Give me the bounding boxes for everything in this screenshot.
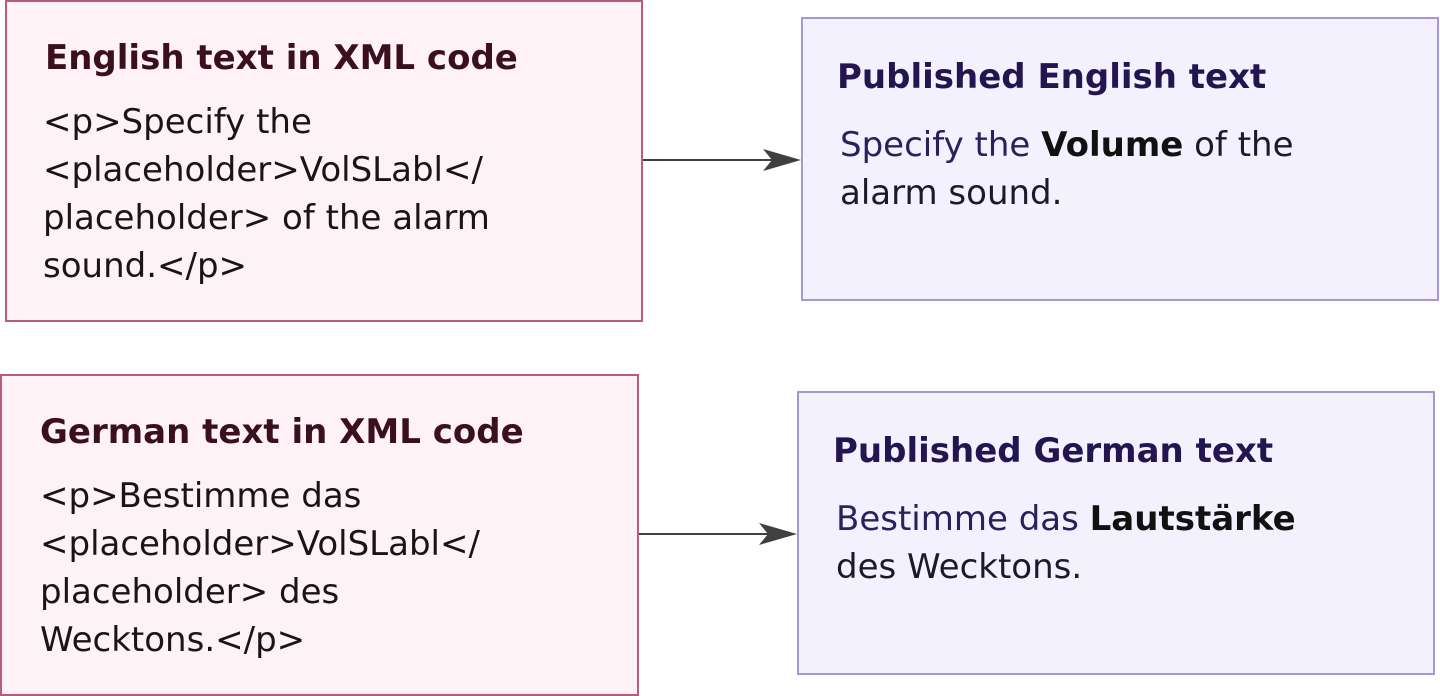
- german-published-line-2: des Wecktons.: [836, 547, 1083, 587]
- german-xml-line: Wecktons.</p>: [40, 620, 306, 660]
- german-placeholder-value: Lautstärke: [1089, 499, 1296, 539]
- english-published-line-2: alarm sound.: [840, 173, 1063, 213]
- english-arrow: [643, 149, 801, 171]
- german-published-text: Bestimme das Lautstärke des Wecktons.: [836, 495, 1296, 591]
- german-arrow-head: [759, 523, 797, 545]
- english-xml-title: English text in XML code: [45, 38, 518, 78]
- english-xml-line: sound.</p>: [43, 246, 248, 286]
- english-published-prefix: Specify the: [840, 125, 1042, 165]
- german-xml-line: <placeholder>VolSLabl</: [40, 524, 480, 564]
- german-xml-line: placeholder> des: [40, 572, 340, 612]
- english-placeholder-value: Volume: [1041, 125, 1184, 165]
- english-published-text: Specify the Volume of the alarm sound.: [840, 121, 1294, 217]
- german-published-title: Published German text: [833, 431, 1274, 471]
- german-published-prefix: Bestimme das: [836, 499, 1090, 539]
- english-xml-code: <p>Specify the <placeholder>VolSLabl</ p…: [43, 98, 490, 290]
- german-xml-line: <p>Bestimme das: [40, 476, 362, 516]
- english-published-suffix: of the: [1183, 125, 1294, 165]
- english-xml-line: <p>Specify the: [43, 102, 312, 142]
- german-xml-title: German text in XML code: [40, 412, 524, 452]
- english-published-line-1: Specify the Volume of the: [840, 121, 1294, 169]
- german-published-box: Published German text Bestimme das Lauts…: [797, 391, 1435, 675]
- english-published-box: Published English text Specify the Volum…: [801, 17, 1439, 301]
- english-xml-line: <placeholder>VolSLabl</: [43, 150, 483, 190]
- english-xml-box: English text in XML code <p>Specify the …: [5, 0, 643, 322]
- english-arrow-head: [763, 149, 801, 171]
- english-xml-line: placeholder> of the alarm: [43, 198, 490, 238]
- german-xml-box: German text in XML code <p>Bestimme das …: [0, 374, 639, 696]
- english-published-title: Published English text: [837, 57, 1267, 97]
- german-published-line-1: Bestimme das Lautstärke: [836, 495, 1296, 543]
- german-xml-code: <p>Bestimme das <placeholder>VolSLabl</ …: [40, 472, 480, 664]
- german-arrow: [639, 523, 797, 545]
